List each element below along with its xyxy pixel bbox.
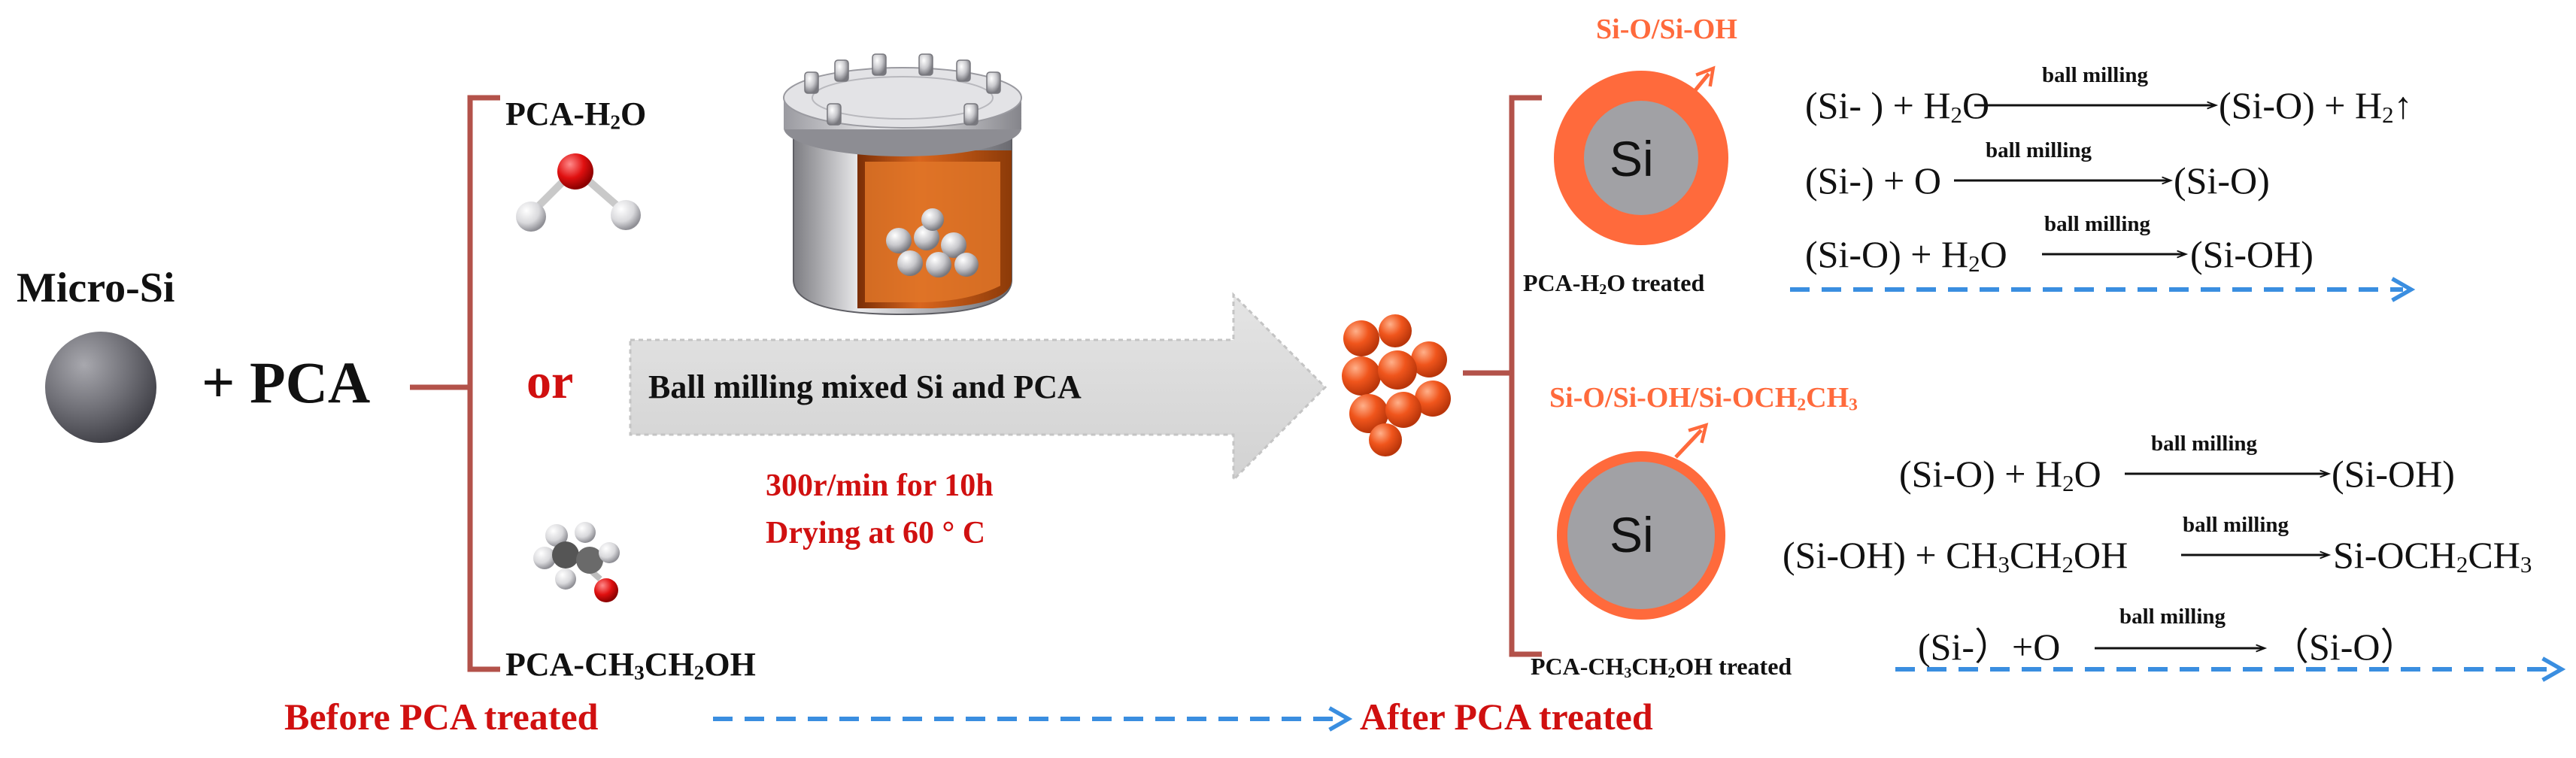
reaction-arrows-h2o bbox=[1954, 105, 2215, 254]
drying-label: Drying at 60 ° C bbox=[766, 516, 986, 550]
reaction-3-products: (Si-OH) bbox=[2190, 233, 2314, 275]
shell-arrow-h2o bbox=[1680, 65, 1716, 108]
reaction-1-products: (Si-O) + H2↑ bbox=[2219, 84, 2413, 129]
water-molecule-icon bbox=[516, 153, 641, 232]
right-bracket bbox=[1463, 95, 1542, 657]
treated-label-ethanol: PCA-CH3CH2OH treated bbox=[1531, 653, 1792, 681]
reaction-6-products: （Si-O） bbox=[2271, 626, 2418, 668]
shell-label-h2o: Si-O/Si-OH bbox=[1596, 14, 1737, 45]
reaction-5-products: Si-OCH2CH3 bbox=[2333, 534, 2532, 578]
si-particle-ethanol-core bbox=[1567, 462, 1715, 609]
reaction-6-reactants: (Si-）+O bbox=[1918, 626, 2061, 668]
pca-h2o-label: PCA-H2O bbox=[505, 96, 647, 134]
reaction-2-condition: ball milling bbox=[1986, 138, 2092, 162]
si-particle-h2o-core bbox=[1584, 101, 1698, 215]
reaction-1-condition: ball milling bbox=[2042, 63, 2149, 87]
before-pca-label: Before PCA treated bbox=[284, 696, 599, 738]
reaction-4-condition: ball milling bbox=[2151, 432, 2258, 456]
reaction-5-reactants: (Si-OH) + CH3CH2OH bbox=[1783, 534, 2128, 578]
si-core-label-h2o: Si bbox=[1610, 131, 1654, 186]
reaction-6-condition: ball milling bbox=[2119, 605, 2226, 629]
reaction-4-products: (Si-OH) bbox=[2332, 453, 2455, 495]
si-particle-cluster-icon bbox=[1342, 314, 1451, 456]
reaction-2-products: (Si-O) bbox=[2174, 159, 2270, 202]
reaction-3-reactants: (Si-O) + H2O bbox=[1805, 233, 2007, 277]
shell-label-ethanol: Si-O/Si-OH/Si-OCH2CH3 bbox=[1549, 382, 1858, 415]
reaction-arrows-ethanol bbox=[2095, 474, 2328, 648]
process-arrow-label: Ball milling mixed Si and PCA bbox=[648, 368, 1082, 405]
reaction-3-condition: ball milling bbox=[2044, 212, 2151, 236]
or-label: or bbox=[526, 354, 574, 409]
si-core-label-ethanol: Si bbox=[1610, 507, 1654, 562]
reaction-1-reactants: (Si- ) + H2O bbox=[1805, 84, 1990, 129]
reaction-4-reactants: (Si-O) + H2O bbox=[1899, 453, 2101, 497]
pca-label: + PCA bbox=[202, 350, 371, 415]
speed-time-label: 300r/min for 10h bbox=[766, 468, 994, 503]
ethanol-molecule-icon bbox=[533, 522, 620, 602]
left-bracket bbox=[410, 95, 500, 672]
ball-mill-jar-icon bbox=[783, 53, 1022, 316]
process-arrow bbox=[629, 292, 1327, 483]
treated-label-h2o: PCA-H2O treated bbox=[1523, 269, 1705, 298]
reaction-5-condition: ball milling bbox=[2183, 513, 2289, 537]
micro-si-sphere bbox=[45, 332, 156, 443]
after-pca-label: After PCA treated bbox=[1360, 696, 1653, 738]
pca-ethanol-label: PCA-CH3CH2OH bbox=[505, 646, 756, 684]
shell-arrow-ethanol bbox=[1674, 423, 1709, 459]
reaction-2-reactants: (Si-) + O bbox=[1805, 159, 1941, 202]
micro-si-label: Micro-Si bbox=[17, 265, 175, 311]
